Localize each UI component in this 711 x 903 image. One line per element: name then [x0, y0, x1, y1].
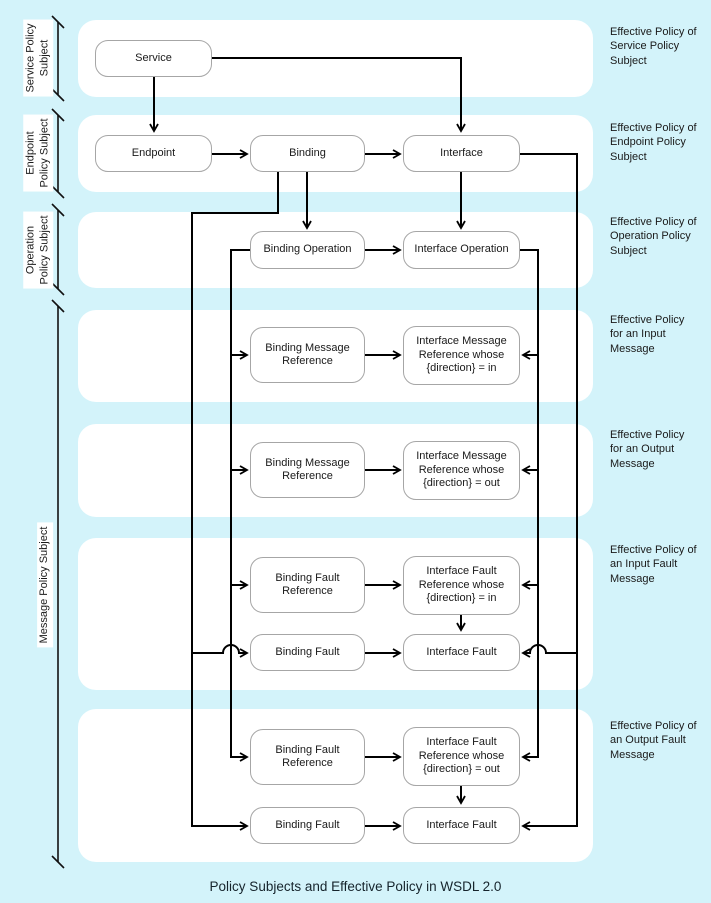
connector-interface-faults-trunk [520, 153, 578, 831]
node-interface-fault-out[interactable]: Interface Fault [403, 807, 520, 844]
node-endpoint[interactable]: Endpoint [95, 135, 212, 172]
label-effective-input-fault: Effective Policy of an Input Fault Messa… [610, 544, 697, 585]
label-endpoint-policy-subject: Endpoint Policy Subject [23, 114, 53, 192]
node-interface-operation[interactable]: Interface Operation [403, 231, 520, 269]
node-binding-fault-reference-in[interactable]: Binding Fault Reference [250, 557, 365, 613]
node-interface-fault-in[interactable]: Interface Fault [403, 634, 520, 671]
node-binding[interactable]: Binding [250, 135, 365, 172]
node-interface-fault-reference-in[interactable]: Interface Fault Reference whose {directi… [403, 556, 520, 615]
connector-service-interface [212, 57, 466, 133]
connector-binding-faults-trunk [191, 172, 279, 831]
bracket-operation-policy-subject [51, 203, 65, 296]
label-effective-input-msg: Effective Policy for an Input Message [610, 314, 685, 355]
bracket-message-policy-subject [51, 299, 65, 869]
label-effective-operation: Effective Policy of Operation Policy Sub… [610, 216, 697, 257]
connector-bindingoperation-references-trunk [230, 249, 250, 762]
label-effective-service: Effective Policy of Service Policy Subje… [610, 26, 697, 67]
node-binding-fault-reference-out[interactable]: Binding Fault Reference [250, 729, 365, 785]
node-interface-fault-reference-out[interactable]: Interface Fault Reference whose {directi… [403, 727, 520, 786]
label-message-policy-subject: Message Policy Subject [37, 522, 53, 648]
label-effective-output-msg: Effective Policy for an Output Message [610, 429, 685, 470]
node-binding-operation[interactable]: Binding Operation [250, 231, 365, 269]
node-binding-fault-out[interactable]: Binding Fault [250, 807, 365, 844]
node-service[interactable]: Service [95, 40, 212, 77]
label-effective-output-fault: Effective Policy of an Output Fault Mess… [610, 720, 697, 761]
label-service-policy-subject: Service Policy Subject [23, 19, 53, 97]
node-binding-fault-in[interactable]: Binding Fault [250, 634, 365, 671]
node-interface-message-reference-in[interactable]: Interface Message Reference whose {direc… [403, 326, 520, 385]
label-operation-policy-subject: Operation Policy Subject [23, 211, 53, 289]
label-effective-endpoint: Effective Policy of Endpoint Policy Subj… [610, 122, 697, 163]
node-binding-message-reference-in[interactable]: Binding Message Reference [250, 327, 365, 383]
connector-interfaceoperation-references-trunk [520, 249, 539, 762]
node-interface[interactable]: Interface [403, 135, 520, 172]
bracket-service-policy-subject [51, 15, 65, 102]
node-binding-message-reference-out[interactable]: Binding Message Reference [250, 442, 365, 498]
bracket-endpoint-policy-subject [51, 108, 65, 199]
node-interface-message-reference-out[interactable]: Interface Message Reference whose {direc… [403, 441, 520, 500]
diagram-caption: Policy Subjects and Effective Policy in … [209, 879, 502, 894]
